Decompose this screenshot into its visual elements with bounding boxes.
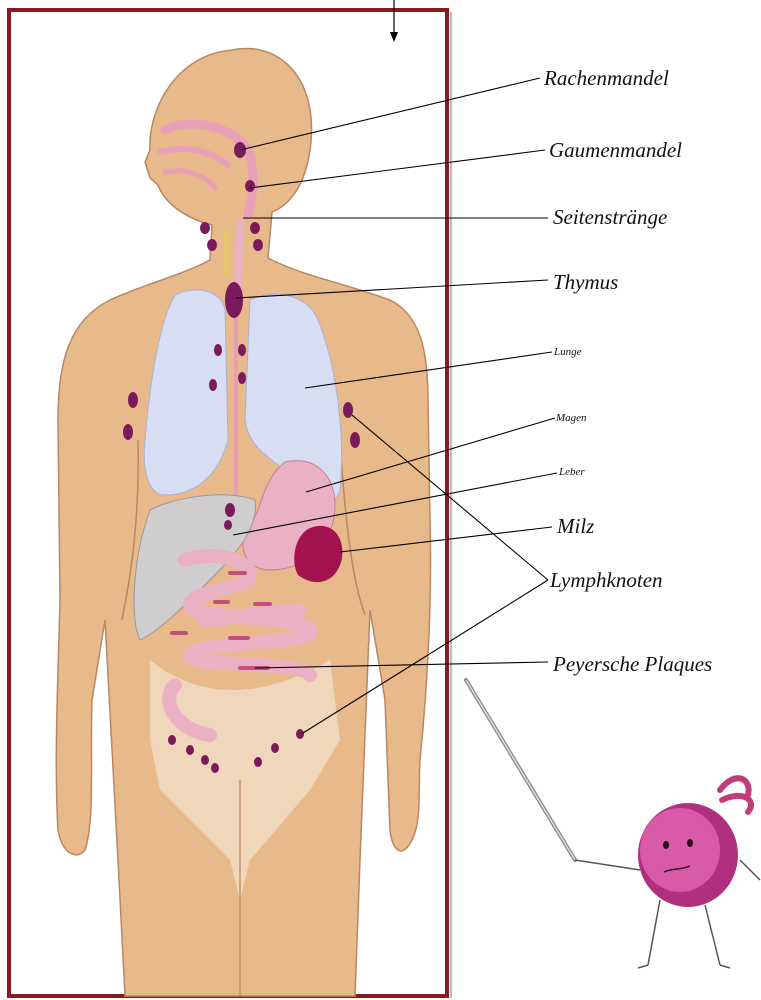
label-magen: Magen	[556, 413, 587, 424]
label-leber: Leber	[559, 467, 585, 478]
label-milz: Milz	[557, 516, 594, 537]
label-seitenstraenge: Seitenstränge	[553, 207, 667, 228]
label-peyersche-plaques: Peyersche Plaques	[553, 654, 712, 675]
label-gaumenmandel: Gaumenmandel	[549, 140, 682, 161]
label-thymus: Thymus	[553, 272, 618, 293]
lymphocyte-mascot	[575, 778, 760, 968]
label-lunge: Lunge	[554, 347, 582, 358]
label-lymphknoten: Lymphknoten	[550, 570, 663, 591]
label-rachenmandel: Rachenmandel	[544, 68, 669, 89]
pointer-stick	[466, 680, 575, 860]
